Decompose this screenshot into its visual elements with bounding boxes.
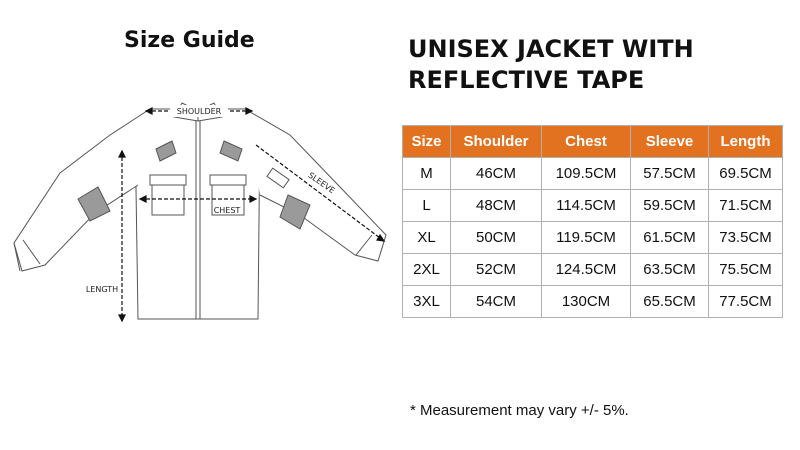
cell-shoulder: 48CM — [450, 189, 542, 222]
product-title-line-1: UNISEX JACKET WITH — [408, 35, 694, 63]
cell-length: 75.5CM — [708, 253, 783, 286]
cell-shoulder: 54CM — [450, 285, 542, 318]
table-header-row: Size Shoulder Chest Sleeve Length — [402, 125, 783, 158]
cell-shoulder: 52CM — [450, 253, 542, 286]
product-title: UNISEX JACKET WITH REFLECTIVE TAPE — [408, 34, 788, 96]
cell-chest: 124.5CM — [541, 253, 631, 286]
cell-sleeve: 59.5CM — [630, 189, 709, 222]
measurement-note: * Measurement may vary +/- 5%. — [410, 402, 629, 419]
table-row: XL 50CM 119.5CM 61.5CM 73.5CM — [402, 221, 783, 254]
tape-left-shoulder — [155, 140, 177, 162]
cell-chest: 130CM — [541, 285, 631, 318]
cell-size: M — [402, 157, 451, 190]
cell-length: 73.5CM — [708, 221, 783, 254]
cell-shoulder: 50CM — [450, 221, 542, 254]
sleeve-arrow — [255, 144, 385, 242]
cell-sleeve: 63.5CM — [630, 253, 709, 286]
right-sleeve — [244, 108, 387, 262]
cell-length: 77.5CM — [708, 285, 783, 318]
cell-sleeve: 57.5CM — [630, 157, 709, 190]
shoulder-label: SHOULDER — [177, 107, 222, 116]
left-sleeve — [13, 108, 151, 272]
product-title-line-2: REFLECTIVE TAPE — [408, 66, 645, 94]
cell-sleeve: 61.5CM — [630, 221, 709, 254]
header-length: Length — [708, 125, 783, 158]
table-row: 2XL 52CM 124.5CM 63.5CM 75.5CM — [402, 253, 783, 286]
table-row: M 46CM 109.5CM 57.5CM 69.5CM — [402, 157, 783, 190]
jacket-diagram: SHOULDER SLEEVE CHEST LENGTH — [13, 102, 387, 323]
cell-chest: 114.5CM — [541, 189, 631, 222]
header-sleeve: Sleeve — [630, 125, 709, 158]
cell-size: XL — [402, 221, 451, 254]
cell-size: 2XL — [402, 253, 451, 286]
table-row: 3XL 54CM 130CM 65.5CM 77.5CM — [402, 285, 783, 318]
header-size: Size — [402, 125, 451, 158]
table-row: L 48CM 114.5CM 59.5CM 71.5CM — [402, 189, 783, 222]
cell-chest: 119.5CM — [541, 221, 631, 254]
cell-size: 3XL — [402, 285, 451, 318]
size-table: Size Shoulder Chest Sleeve Length M 46CM… — [402, 125, 783, 318]
cell-length: 71.5CM — [708, 189, 783, 222]
header-chest: Chest — [541, 125, 631, 158]
cell-size: L — [402, 189, 451, 222]
chest-label: CHEST — [214, 206, 241, 215]
tape-left-arm — [77, 186, 111, 222]
cell-sleeve: 65.5CM — [630, 285, 709, 318]
cell-chest: 109.5CM — [541, 157, 631, 190]
header-shoulder: Shoulder — [450, 125, 542, 158]
length-label: LENGTH — [86, 285, 118, 294]
tape-right-arm — [279, 194, 311, 230]
cell-length: 69.5CM — [708, 157, 783, 190]
cell-shoulder: 46CM — [450, 157, 542, 190]
tape-right-shoulder — [219, 140, 243, 162]
size-guide-title: Size Guide — [124, 28, 255, 53]
